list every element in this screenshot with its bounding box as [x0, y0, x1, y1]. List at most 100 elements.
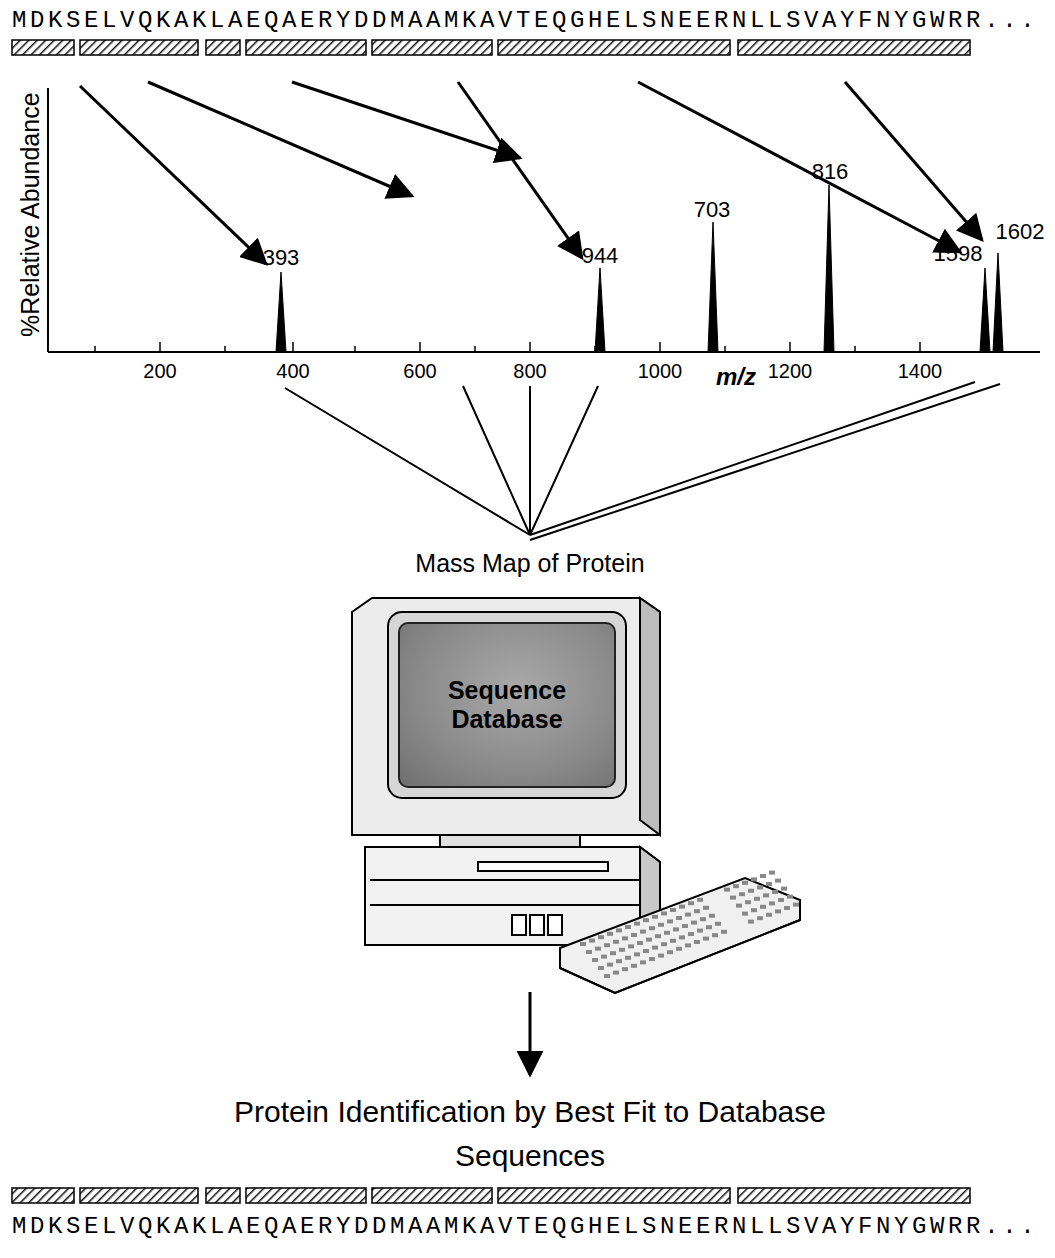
key — [709, 914, 715, 918]
key — [760, 874, 766, 878]
peptide-bar — [206, 40, 240, 55]
key — [739, 892, 745, 896]
axis-label: 200 — [143, 360, 176, 382]
caption-text: Protein Identification by Best Fit to Da… — [230, 1090, 830, 1177]
key — [652, 915, 658, 919]
key — [742, 881, 748, 885]
key — [661, 911, 667, 915]
keyboard-keys — [580, 871, 799, 978]
key — [697, 898, 703, 902]
key — [613, 971, 619, 975]
key — [658, 954, 664, 958]
protein-sequence: MDKSELVQKAKLAEQAERYDDMAAMKAVTEQGHELSNEER… — [12, 8, 1038, 34]
key — [586, 950, 592, 954]
result-arrow — [529, 992, 532, 1075]
key — [676, 947, 682, 951]
peptide-bar — [246, 1188, 366, 1203]
axis-tick — [789, 342, 791, 352]
axis-tick — [292, 342, 294, 352]
key — [610, 951, 616, 955]
key — [595, 947, 601, 951]
axis-tick — [724, 346, 726, 352]
key — [742, 912, 748, 916]
axis-tick — [854, 346, 856, 352]
peptide-bar — [498, 1188, 730, 1203]
key — [685, 943, 691, 947]
key — [634, 922, 640, 926]
key — [616, 959, 622, 963]
key — [616, 928, 622, 932]
key — [736, 904, 742, 908]
peptide-bar — [80, 40, 198, 55]
key — [694, 909, 700, 913]
key — [769, 871, 775, 875]
key — [592, 958, 598, 962]
key — [649, 957, 655, 961]
peptide-bars — [12, 1188, 970, 1203]
computer-icon — [352, 598, 800, 993]
axis-label: 1000 — [638, 360, 683, 382]
key — [757, 916, 763, 920]
key — [775, 879, 781, 883]
axis-tick — [529, 342, 531, 352]
key — [688, 901, 694, 905]
axis-ticks — [95, 342, 985, 352]
peak-mass: 1598 — [934, 242, 983, 266]
peak-mass: 393 — [263, 246, 300, 270]
spectrum-axes — [48, 88, 1040, 352]
axis-tick — [94, 346, 96, 352]
key — [703, 906, 709, 910]
peptide-bar — [498, 40, 730, 55]
key — [769, 901, 775, 905]
screen-text: Sequence Database — [410, 676, 604, 734]
peak-mass: 816 — [812, 160, 849, 184]
key — [793, 903, 799, 907]
axis-label: m/z — [716, 364, 756, 390]
mass-map-lines — [285, 382, 1000, 540]
key — [625, 925, 631, 929]
key — [772, 890, 778, 894]
key — [631, 933, 637, 937]
key — [643, 949, 649, 953]
key — [778, 898, 784, 902]
axis-tick — [474, 346, 476, 352]
key — [622, 936, 628, 940]
peptide-bar — [246, 40, 366, 55]
key — [766, 913, 772, 917]
monitor-screen: Sequence Database — [398, 622, 616, 788]
key — [760, 905, 766, 909]
key — [733, 884, 739, 888]
axis-tick — [419, 342, 421, 352]
key — [685, 913, 691, 917]
key — [613, 940, 619, 944]
key — [751, 877, 757, 881]
key — [724, 888, 730, 892]
key — [661, 942, 667, 946]
peptide-bar — [206, 1188, 240, 1203]
key — [625, 956, 631, 960]
peptide-bar — [12, 1188, 74, 1203]
key — [637, 941, 643, 945]
key — [745, 900, 751, 904]
peak-mass: 944 — [582, 244, 619, 268]
axis-tick — [224, 346, 226, 352]
key — [766, 882, 772, 886]
key — [634, 952, 640, 956]
key — [682, 924, 688, 928]
key — [604, 974, 610, 978]
key — [640, 960, 646, 964]
key — [658, 923, 664, 927]
peptide-bar — [738, 1188, 970, 1203]
key — [655, 934, 661, 938]
axis-tick — [159, 342, 161, 352]
key — [619, 948, 625, 952]
key — [730, 896, 736, 900]
key — [784, 906, 790, 910]
axis-label: 1400 — [898, 360, 943, 382]
key — [688, 932, 694, 936]
key — [712, 933, 718, 937]
peptide-bar — [80, 1188, 198, 1203]
axis-label: 1200 — [768, 360, 813, 382]
key — [589, 939, 595, 943]
peptide-bar — [12, 40, 74, 55]
